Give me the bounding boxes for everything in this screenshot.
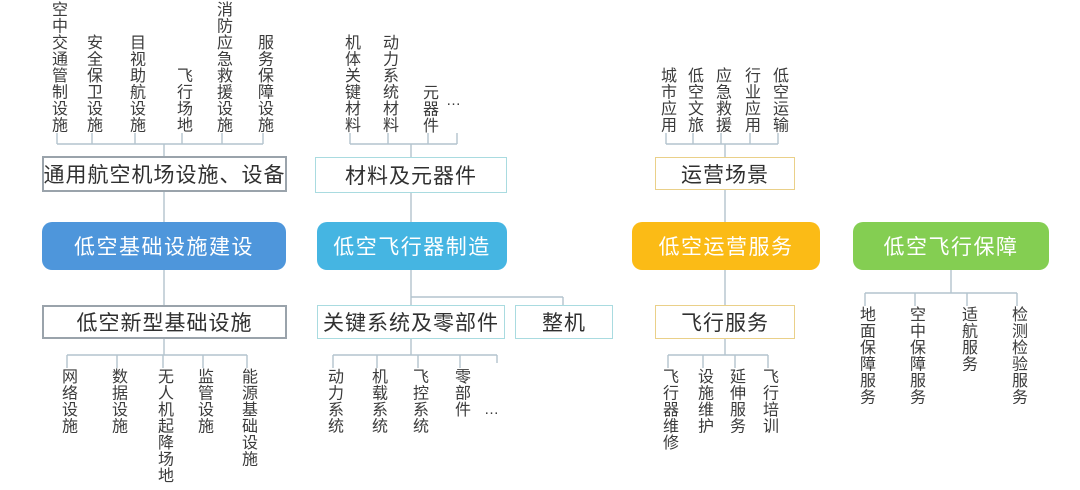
box-complete-aircraft: 整机 (515, 305, 613, 339)
leaf-label: 地面保障服务 (857, 306, 874, 405)
leaf-label: 服务保障设施 (255, 34, 272, 133)
leaf-label: 行业应用 (742, 67, 759, 133)
box-new-infrastructure: 低空新型基础设施 (42, 305, 287, 339)
leaf-label: 飞行器维修 (660, 368, 677, 451)
leaf-label: 安全保卫设施 (84, 34, 101, 133)
leaf-label: 设施维护 (695, 368, 712, 434)
leaf-label: 目视助航设施 (127, 34, 144, 133)
leaf-label: 延伸服务 (727, 368, 744, 434)
leaf-label: 空中交通管制设施 (49, 1, 66, 133)
connector-col2 (332, 133, 564, 368)
box-flight-services: 飞行服务 (655, 305, 795, 339)
connector-col3 (665, 133, 779, 368)
leaf-label: 动力系统材料 (380, 34, 397, 133)
ellipsis-label: … (446, 92, 462, 109)
ellipsis-label: … (484, 401, 500, 418)
leaf-label: 城市应用 (658, 67, 675, 133)
box-materials-components: 材料及元器件 (315, 157, 507, 193)
leaf-label: 飞控系统 (410, 368, 427, 434)
leaf-label: 应急救援 (713, 67, 730, 133)
leaf-label: 消防应急救援设施 (214, 1, 231, 133)
leaf-label: 低空文旅 (685, 67, 702, 133)
leaf-label: 飞行场地 (174, 67, 191, 133)
leaf-label: 低空运输 (770, 67, 787, 133)
leaf-label: 动力系统 (325, 368, 342, 434)
box-general-airport-facilities: 通用航空机场设施、设备 (42, 156, 287, 192)
leaf-label: 网络设施 (59, 368, 76, 434)
box-low-altitude-infrastructure: 低空基础设施建设 (42, 222, 286, 270)
connector-col1 (56, 133, 264, 368)
leaf-label: 能源基础设施 (239, 368, 256, 467)
box-aircraft-manufacturing: 低空飞行器制造 (317, 222, 507, 270)
leaf-label: 机体关键材料 (342, 34, 359, 133)
box-operation-scenarios: 运营场景 (655, 157, 795, 190)
leaf-label: 数据设施 (109, 368, 126, 434)
leaf-label: 检测检验服务 (1009, 306, 1026, 405)
leaf-label: 零部件 (452, 368, 469, 418)
box-key-systems-parts: 关键系统及零部件 (317, 305, 505, 339)
connector-col4 (864, 270, 1018, 306)
leaf-label: 监管设施 (195, 368, 212, 434)
leaf-label: 元器件 (420, 83, 437, 134)
leaf-label: 飞行培训 (760, 368, 777, 434)
leaf-label: 空中保障服务 (907, 306, 924, 405)
leaf-label: 适航服务 (959, 306, 976, 372)
box-operation-services: 低空运营服务 (632, 222, 820, 270)
leaf-label: 无人机起降场地 (155, 368, 172, 484)
box-flight-support: 低空飞行保障 (853, 222, 1049, 270)
leaf-label: 机载系统 (369, 368, 386, 434)
